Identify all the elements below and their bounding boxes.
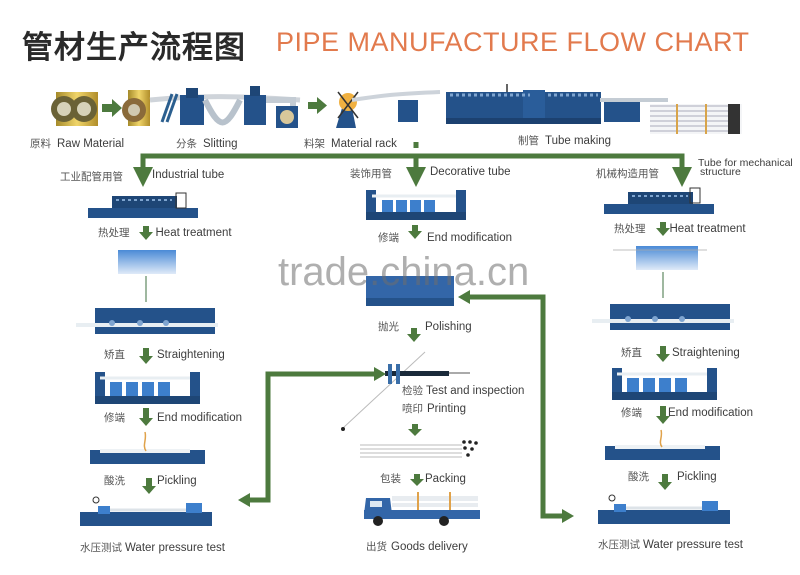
title-chinese: 管材生产流程图 [22,30,246,66]
tube-making-machine-icon [446,84,668,124]
polishing-machine-icon [366,276,454,306]
left-straightening-machine-icon [76,308,218,334]
coil-icon [122,90,150,126]
label-industrial-tube-cn: 工业配管用管 [60,171,123,183]
raw-material-coils-icon [51,92,98,126]
right-pickling-tank-icon [605,429,720,460]
arrow-down-icon [408,225,422,239]
arrow-down-icon [139,408,153,426]
center-end-modification-machine-icon [366,190,466,220]
arrow-down-icon [410,474,424,486]
arrow-down-icon [407,328,421,342]
arrow-down-icon [142,478,156,494]
arrow-down-icon [408,424,422,436]
arrow-down-icon [656,222,670,236]
left-water-pressure-tester-icon [80,496,212,526]
left-end-modification-machine-icon [95,372,200,404]
watermark: trade.china.cn [278,250,530,294]
arrow-right-icon [102,99,122,117]
right-water-pressure-tester-icon [598,494,730,524]
arrow-down-icon [139,226,153,240]
slitting-machine-icon [149,86,301,128]
arrow-down-icon [656,406,670,424]
label-mechanical-tube-cn: 机械构造用管 [596,168,659,180]
arrow-down-icon [656,346,670,362]
printed-tubes-icon [360,440,478,458]
material-rack-icon [336,91,359,128]
branch-arrows [133,142,692,187]
arrow-right-icon [308,97,327,114]
feeder-icon [398,100,418,122]
left-heat-furnace-icon [88,192,198,218]
left-return-arrow [238,367,386,507]
left-pickling-tank-icon [90,431,205,464]
right-end-modification-machine-icon [612,368,717,400]
arrow-down-icon [658,474,672,490]
label-industrial-tube: Industrial tube [152,169,225,181]
left-heat-zone-icon [118,250,176,274]
right-straightening-machine-icon [592,304,734,330]
title-english: PIPE MANUFACTURE FLOW CHART [276,27,750,57]
finished-tubes-bundle-icon [650,104,742,134]
label-decorative-tube-cn: 装饰用管 [350,168,392,180]
delivery-truck-icon [364,492,480,526]
label-decorative-tube: Decorative tube [430,166,511,178]
right-return-arrow [458,290,574,523]
arrow-down-icon [139,348,153,364]
caliper-icon [341,351,470,431]
right-heat-furnace-icon [604,187,714,214]
